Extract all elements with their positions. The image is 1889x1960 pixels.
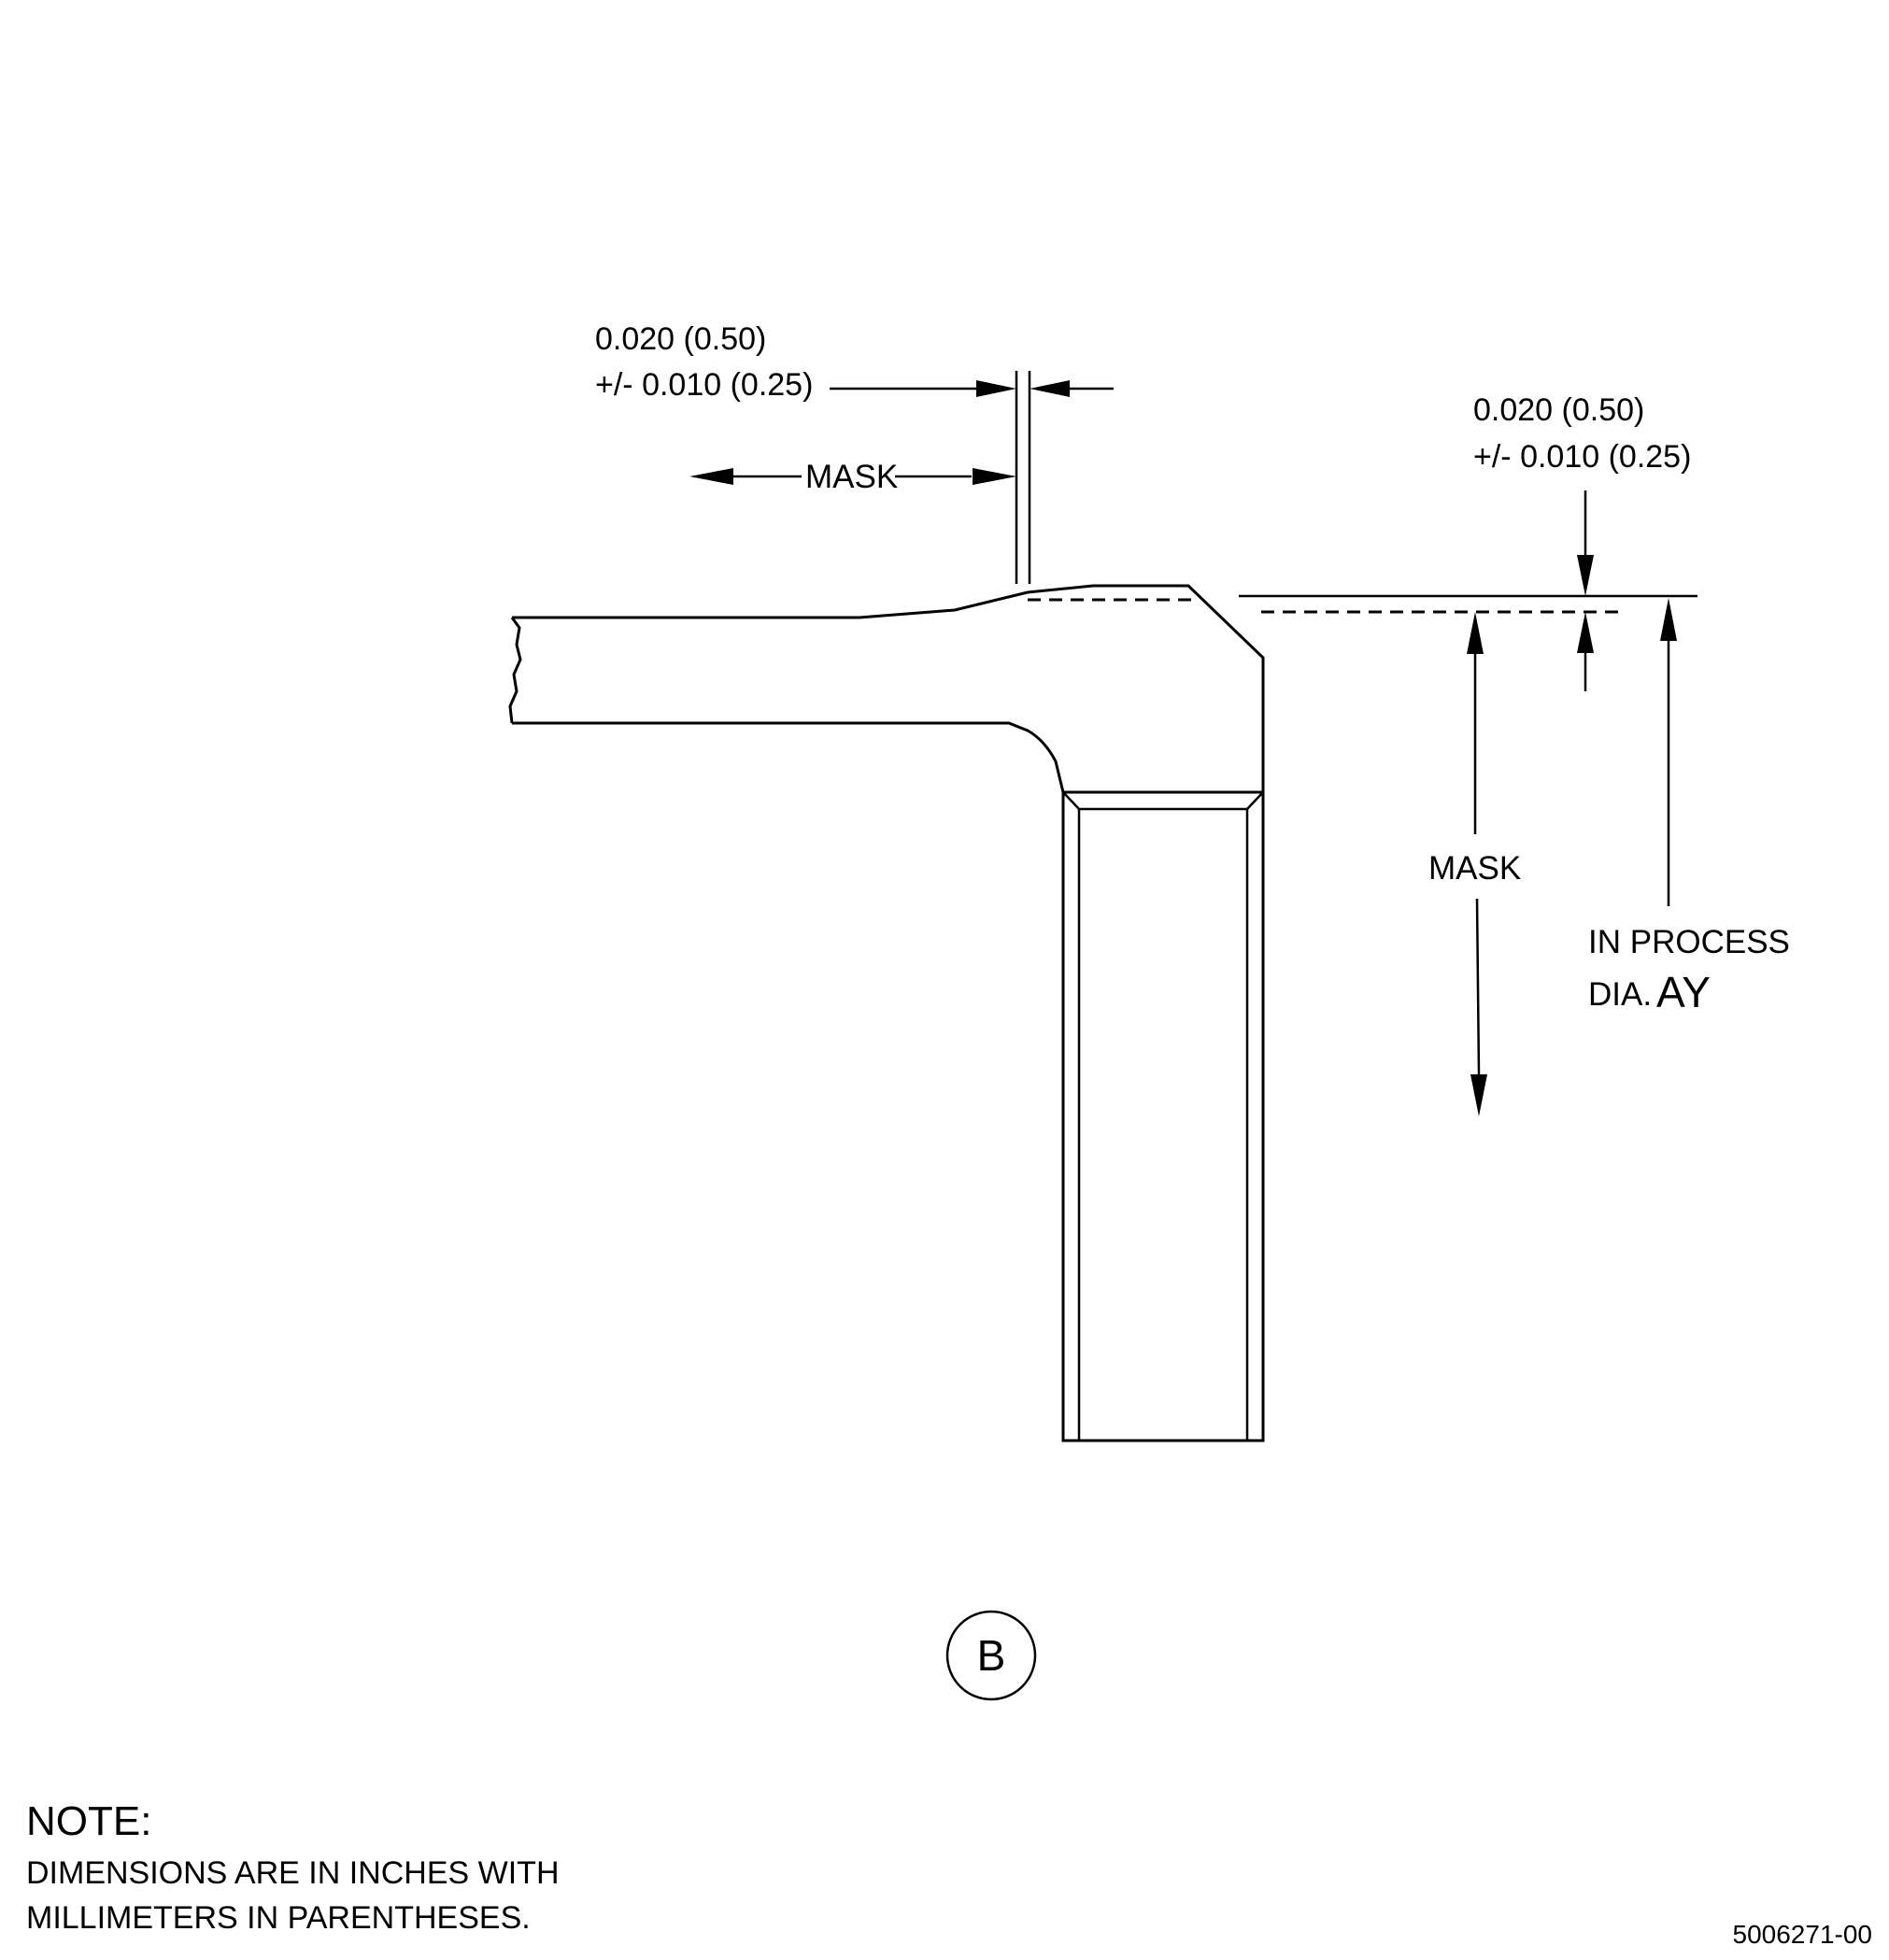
note-title: NOTE: [26, 1798, 151, 1844]
view-marker-circle [945, 1610, 1037, 1701]
mask-v-arrow-up [1467, 612, 1484, 654]
mask-vertical-dimension: MASK [1428, 612, 1521, 1116]
drawing-number: 5006271-00 [1733, 1920, 1872, 1949]
dim-top-left-line2: +/- 0.010 (0.25) [595, 367, 813, 403]
part-outline [508, 584, 1265, 1442]
arrowhead-right [976, 380, 1016, 397]
note-block: NOTE: DIMENSIONS ARE IN INCHES WITH MILL… [26, 1798, 560, 1936]
arrowhead-left [1030, 380, 1070, 397]
mask-h-arrow-right [973, 468, 1016, 485]
dim-right-arrow-down [1577, 555, 1594, 596]
dim-right-arrow-up [1577, 612, 1594, 653]
leg-chamfer-inner [1062, 791, 1264, 811]
in-process-label: IN PROCESS [1588, 924, 1790, 960]
view-marker-letter: B [977, 1631, 1006, 1680]
view-marker: B [945, 1610, 1037, 1701]
note-line2: MILLIMETERS IN PARENTHESES. [26, 1900, 531, 1936]
in-process-arrow-up [1660, 598, 1677, 641]
mask-vertical-label: MASK [1428, 850, 1521, 887]
dimension-top-right: 0.020 (0.50) +/- 0.010 (0.25) [1239, 392, 1697, 691]
part-body-outline [512, 584, 1265, 1442]
note-line1: DIMENSIONS ARE IN INCHES WITH [26, 1855, 560, 1891]
dim-top-right-line2: +/- 0.010 (0.25) [1473, 439, 1691, 475]
break-line [508, 617, 522, 724]
mask-horizontal-dimension: MASK [689, 459, 1016, 495]
mask-h-arrow-left [689, 468, 733, 485]
dimension-top-left: 0.020 (0.50) +/- 0.010 (0.25) [595, 321, 1114, 584]
mask-horizontal-label: MASK [805, 459, 898, 495]
in-process-dimension: IN PROCESS DIA. AY [1588, 598, 1790, 1016]
mask-v-arrow-down [1470, 1074, 1487, 1116]
in-process-dia-label: DIA. [1588, 976, 1652, 1013]
in-process-code: AY [1656, 968, 1711, 1016]
mask-v-line-bottom [1475, 898, 1481, 1075]
dim-top-right-line1: 0.020 (0.50) [1473, 392, 1644, 428]
dim-top-left-line1: 0.020 (0.50) [595, 321, 766, 357]
